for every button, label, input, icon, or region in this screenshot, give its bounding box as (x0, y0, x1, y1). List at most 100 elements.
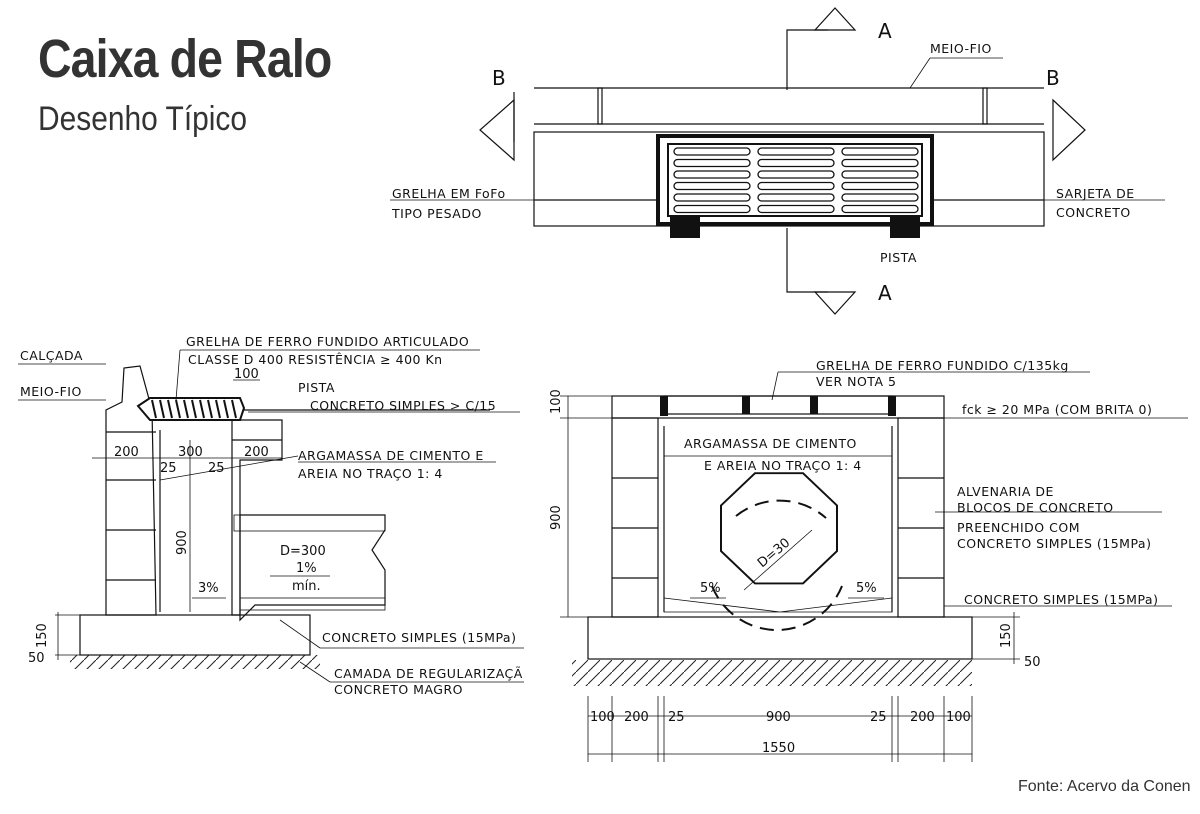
grate-slot (841, 147, 919, 156)
pipe-min-left: mín. (292, 579, 321, 594)
bottom-dim-label: 100 (590, 710, 615, 725)
pipe-diameter-right: D=30 (755, 535, 793, 571)
grate-bar (215, 399, 221, 419)
page-title: Caixa de Ralo (38, 29, 332, 89)
pista-left-label: PISTA (298, 380, 335, 395)
pipe-octagon (720, 472, 838, 585)
grate-slot (841, 158, 919, 168)
grate-slot (757, 170, 835, 179)
grate-slot (757, 147, 835, 156)
grate-slot (673, 147, 751, 156)
grelha-left-label-2: CLASSE D 400 RESISTÊNCIA ≥ 400 Kn (188, 352, 443, 367)
section-a-top-arrow (813, 7, 857, 31)
grate-slot (673, 170, 751, 179)
dim-900-left: 900 (175, 530, 190, 555)
slope-right-right-section: 5% (856, 581, 877, 596)
grate-slot (841, 204, 919, 214)
grelha-plan-label-2: TIPO PESADO (391, 206, 482, 221)
soil-left (70, 655, 320, 669)
grate-slot (673, 204, 751, 214)
dim-200-left-a: 200 (114, 445, 139, 460)
camada-label-1: CAMADA DE REGULARIZAÇÃ (334, 666, 523, 681)
dim-900-right: 900 (549, 505, 564, 530)
grate-slot (673, 181, 751, 191)
dim-300-left: 300 (178, 445, 203, 460)
bottom-dim-label: 200 (624, 710, 649, 725)
concreto-base-right-label: CONCRETO SIMPLES (15MPa) (964, 592, 1158, 607)
fck-label: fck ≥ 20 MPa (COM BRITA 0) (962, 402, 1152, 417)
grate-bar (167, 399, 173, 419)
grate-slot (841, 170, 919, 179)
preenchido-label-1: PREENCHIDO COM (957, 520, 1080, 535)
grate-bar (175, 399, 181, 419)
section-left: CALÇADA MEIO-FIO GRELHA DE FERRO FUNDIDO… (18, 334, 524, 697)
section-right: D=30 GRELHA DE FERRO FUNDIDO C/135kg VER… (549, 358, 1188, 762)
meio-fio-left-label: MEIO-FIO (20, 384, 82, 399)
base-slab-left (79, 614, 311, 656)
alvenaria-label-1: ALVENARIA DE (957, 484, 1054, 499)
grelha-plan (656, 134, 934, 238)
dim-200-left-b: 200 (244, 445, 269, 460)
base-slab-right (587, 616, 973, 660)
grelha-left-label-1: GRELHA DE FERRO FUNDIDO ARTICULADO (186, 334, 469, 349)
calcada-label: CALÇADA (20, 348, 83, 363)
camada-label-2: CONCRETO MAGRO (334, 682, 463, 697)
concreto-top-label: CONCRETO SIMPLES > C/15 (310, 398, 496, 413)
soil-right (572, 660, 972, 686)
alvenaria-label-2: BLOCOS DE CONCRETO (957, 500, 1114, 515)
pipe-slope-left: 1% (296, 561, 317, 576)
grate-bar (231, 399, 237, 419)
curb-wall-left (105, 365, 157, 616)
section-a-bottom-arrow (813, 291, 857, 315)
dim-25-left-b: 25 (208, 461, 225, 476)
source-credit: Fonte: Acervo da Conen (1018, 778, 1191, 795)
sarjeta-label-1: SARJETA DE (1056, 186, 1135, 201)
dim-100-right: 100 (549, 389, 564, 414)
grelha-plan-label-1: GRELHA EM FoFo (392, 186, 506, 201)
bottom-dim-label: 25 (870, 710, 887, 725)
section-a-top-line (786, 29, 828, 90)
grate-slot (841, 181, 919, 191)
section-b-left-arrow (479, 98, 515, 162)
section-a-bottom-line (786, 228, 828, 293)
dim-100-left: 100 (234, 367, 259, 382)
grate-slot (757, 158, 835, 168)
dim-150-left: 150 (35, 623, 50, 648)
grate-slot (757, 181, 835, 191)
grate-slot (673, 193, 751, 202)
bottom-dim-label: 200 (910, 710, 935, 725)
plan-view: A A B B MEIO-FIO GRELHA EM FoFo TIPO (390, 7, 1165, 315)
slope-3-label: 3% (198, 581, 219, 596)
wall-right-right-section (897, 417, 945, 618)
argamassa-left-label-2: AREIA NO TRAÇO 1: 4 (298, 466, 443, 481)
dim-total-1550: 1550 (762, 741, 795, 756)
dim-150-right: 150 (999, 623, 1014, 648)
grate-bar (223, 399, 229, 419)
section-b-right-label: B (1046, 66, 1060, 90)
dim-25-left-a: 25 (160, 461, 177, 476)
sarjeta-label-2: CONCRETO (1056, 205, 1131, 220)
section-a-bottom-label: A (878, 281, 892, 305)
concreto-base-left-label: CONCRETO SIMPLES (15MPa) (322, 630, 516, 645)
argamassa-right-label-2: E AREIA NO TRAÇO 1: 4 (704, 458, 862, 473)
pipe-diameter-left: D=300 (280, 544, 326, 559)
grate-bar (199, 399, 205, 419)
grelha-right-label-2: VER NOTA 5 (816, 374, 896, 389)
wall-right-of-left-section (231, 419, 283, 616)
meio-fio-label: MEIO-FIO (930, 41, 992, 56)
section-b-right-arrow (1052, 98, 1086, 162)
grate-slot (841, 193, 919, 202)
bottom-dim-label: 100 (946, 710, 971, 725)
bottom-dim-label: 900 (766, 710, 791, 725)
slope-left-right-section: 5% (700, 581, 721, 596)
grelha-right (663, 395, 893, 415)
wall-left-right-section (611, 417, 659, 618)
section-a-top-label: A (878, 19, 892, 43)
grate-bar (207, 399, 213, 419)
grate-slot (673, 158, 751, 168)
page-subtitle: Desenho Típico (38, 100, 248, 138)
grate-bar (191, 399, 197, 419)
bottom-dim-label: 25 (668, 710, 685, 725)
dim-50-left: 50 (28, 651, 45, 666)
